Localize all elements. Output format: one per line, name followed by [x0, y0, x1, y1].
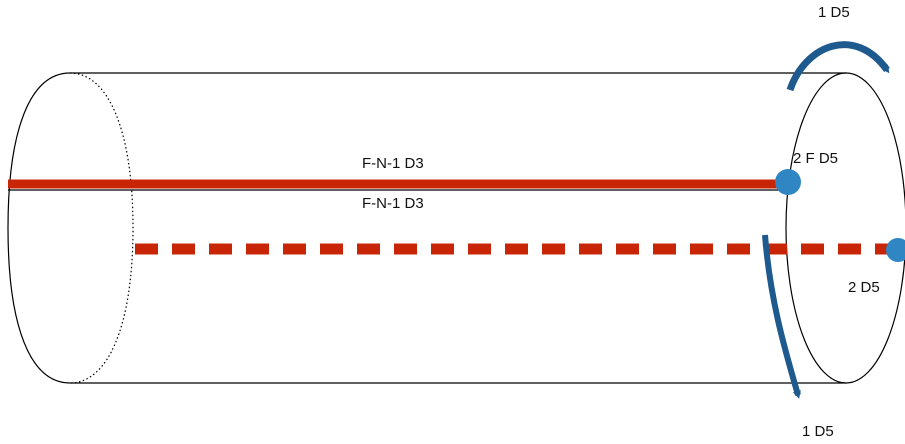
left-cap-visible-edge [7, 72, 71, 384]
label-lower-node: 2 D5 [848, 279, 880, 296]
label-upper-line-top: F-N-1 D3 [362, 155, 424, 172]
right-cap [785, 72, 905, 384]
left-cap-hidden-edge [69, 72, 134, 384]
bottom-rotation-arrow [762, 234, 801, 399]
lower-node [886, 238, 905, 262]
label-bottom-arrow: 1 D5 [802, 423, 834, 440]
cylinder-body [7, 72, 905, 384]
label-upper-node: 2 F D5 [793, 150, 838, 167]
upper-node [775, 169, 801, 195]
label-upper-line-bottom: F-N-1 D3 [362, 195, 424, 212]
label-top-arrow: 1 D5 [818, 4, 850, 21]
top-rotation-arrow [786, 41, 890, 92]
